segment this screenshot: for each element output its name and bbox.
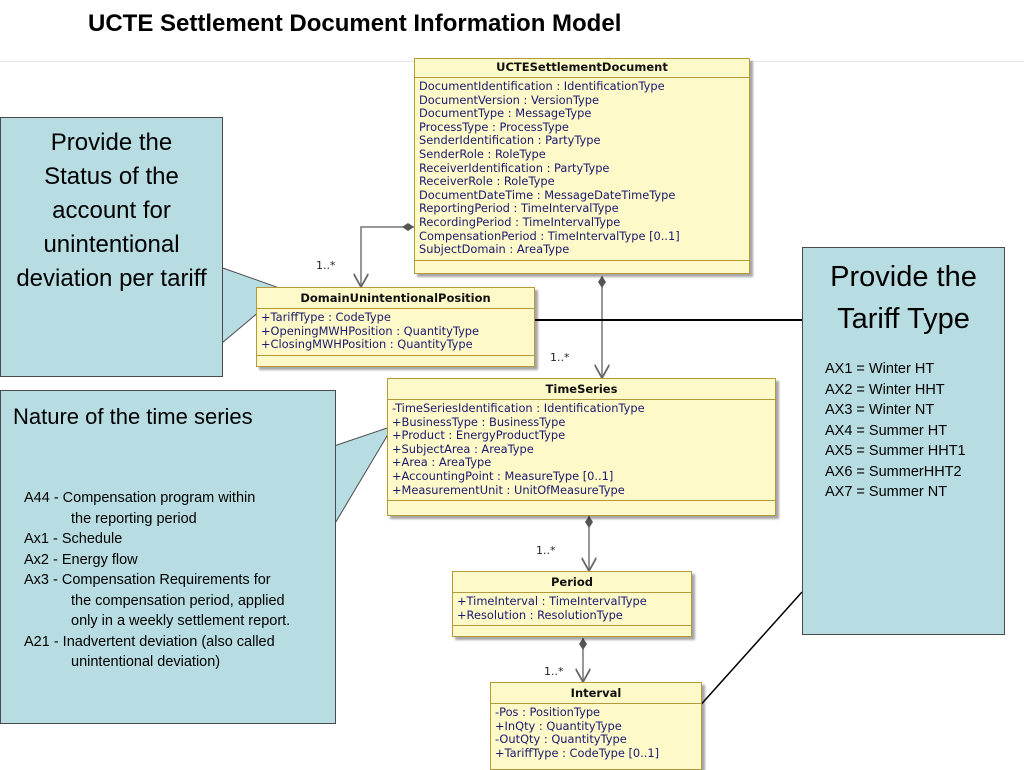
class-domain-unintentional-position: DomainUnintentionalPosition +TariffType …	[256, 287, 535, 367]
attribute: +TariffType : CodeType	[261, 310, 391, 324]
attribute: RecordingPeriod : TimeIntervalType	[419, 214, 621, 229]
attribute: -TimeSeriesIdentification : Identificati…	[392, 401, 645, 415]
operations-compartment	[453, 626, 691, 633]
class-name: Interval	[491, 683, 701, 704]
nature-item: Ax1 - Schedule	[24, 531, 123, 547]
attribute: +TariffType : CodeType [0..1]	[495, 745, 660, 760]
tariff-item: AX5 = Summer HHT1	[825, 443, 966, 459]
attribute: +AccountingPoint : MeasureType [0..1]	[392, 468, 614, 483]
nature-item-cont: only in a weekly settlement report.	[71, 613, 291, 629]
attribute: +InQty : QuantityType	[495, 718, 622, 733]
attribute: +TimeInterval : TimeIntervalType	[457, 594, 647, 608]
association-timeseries-period	[585, 516, 593, 571]
status-note-text: Provide the Status of the account for un…	[16, 129, 207, 292]
tariff-item: AX4 = Summer HT	[825, 422, 948, 439]
multiplicity-interval: 1..*	[544, 665, 564, 678]
multiplicity-timeseries: 1..*	[550, 351, 570, 364]
attribute: +OpeningMWHPosition : QuantityType	[261, 323, 480, 338]
attribute: +MeasurementUnit : UnitOfMeasureType	[392, 482, 625, 497]
nature-item: A21 - Inadvertent deviation (also called	[24, 633, 275, 650]
attribute: +Area : AreaType	[392, 455, 492, 470]
class-period: Period +TimeInterval : TimeIntervalType …	[452, 571, 692, 637]
attribute: DocumentVersion : VersionType	[419, 92, 600, 107]
nature-item-cont: the reporting period	[71, 510, 197, 527]
tariff-item: AX1 = Winter HT	[825, 361, 935, 377]
nature-note-title: Nature of the time series	[13, 404, 253, 429]
tariff-note-title: Provide the Tariff Type	[830, 261, 977, 335]
tariff-item: AX7 = Summer NT	[825, 484, 948, 500]
association-settlement-domain	[361, 223, 414, 287]
tariff-item: AX6 = SummerHHT2	[825, 463, 962, 480]
attribute: SenderRole : RoleType	[419, 146, 546, 161]
page-title: UCTE Settlement Document Information Mod…	[88, 10, 622, 37]
class-time-series: TimeSeries -TimeSeriesIdentification : I…	[387, 378, 776, 516]
attribute: +BusinessType : BusinessType	[392, 414, 566, 429]
operations-compartment	[415, 261, 749, 268]
nature-callout-pointer	[333, 425, 395, 526]
nature-item: Ax3 - Compensation Requirements for	[24, 572, 271, 588]
attribute-list: +TariffType : CodeType +OpeningMWHPositi…	[257, 309, 534, 356]
attribute: DocumentType : MessageType	[419, 106, 592, 121]
attribute-list: -TimeSeriesIdentification : Identificati…	[388, 400, 775, 502]
nature-item-cont: the compensation period, applied	[71, 592, 285, 609]
nature-item: A44 - Compensation program within	[24, 490, 256, 506]
operations-compartment	[388, 501, 775, 508]
attribute: CompensationPeriod : TimeIntervalType [0…	[419, 228, 680, 243]
attribute: -Pos : PositionType	[495, 705, 601, 719]
attribute: ReceiverIdentification : PartyType	[419, 160, 610, 175]
class-name: Period	[453, 572, 691, 593]
attribute: ReceiverRole : RoleType	[419, 174, 555, 189]
attribute: SubjectDomain : AreaType	[419, 242, 570, 257]
attribute: -OutQty : QuantityType	[495, 732, 627, 747]
attribute-list: +TimeInterval : TimeIntervalType +Resolu…	[453, 593, 691, 627]
tariff-item: AX2 = Winter HHT	[825, 381, 945, 398]
tariff-item: AX3 = Winter NT	[825, 402, 935, 418]
class-name: TimeSeries	[388, 379, 775, 400]
attribute-list: DocumentIdentification : IdentificationT…	[415, 78, 749, 261]
attribute: +ClosingMWHPosition : QuantityType	[261, 337, 473, 352]
nature-note: Nature of the time series A44 - Compensa…	[0, 390, 336, 724]
attribute: +Resolution : ResolutionType	[457, 607, 623, 622]
class-name: DomainUnintentionalPosition	[257, 288, 534, 309]
class-name: UCTESettlementDocument	[415, 59, 749, 78]
nature-item: Ax2 - Energy flow	[24, 551, 138, 568]
attribute: SenderIdentification : PartyType	[419, 133, 601, 148]
class-ucte-settlement-document: UCTESettlementDocument DocumentIdentific…	[414, 58, 750, 274]
attribute: ProcessType : ProcessType	[419, 119, 569, 134]
class-interval: Interval -Pos : PositionType +InQty : Qu…	[490, 682, 702, 770]
association-settlement-timeseries	[598, 276, 606, 378]
attribute: ReportingPeriod : TimeIntervalType	[419, 201, 619, 216]
attribute-list: -Pos : PositionType +InQty : QuantityTyp…	[491, 704, 701, 763]
nature-list: A44 - Compensation program within the re…	[24, 488, 290, 673]
association-period-interval	[579, 638, 587, 682]
attribute: +Product : EnergyProductType	[392, 428, 566, 443]
attribute: DocumentDateTime : MessageDateTimeType	[419, 187, 676, 202]
attribute: +SubjectArea : AreaType	[392, 441, 534, 456]
status-note: Provide the Status of the account for un…	[0, 117, 223, 377]
attribute: DocumentIdentification : IdentificationT…	[419, 79, 665, 93]
tariff-list: AX1 = Winter HT AX2 = Winter HHT AX3 = W…	[825, 359, 966, 503]
multiplicity-period: 1..*	[536, 544, 556, 557]
multiplicity-domain: 1..*	[316, 259, 336, 272]
tariff-note: Provide the Tariff Type AX1 = Winter HT …	[802, 247, 1005, 635]
operations-compartment	[257, 356, 534, 363]
nature-item-cont: unintentional deviation)	[71, 654, 221, 670]
